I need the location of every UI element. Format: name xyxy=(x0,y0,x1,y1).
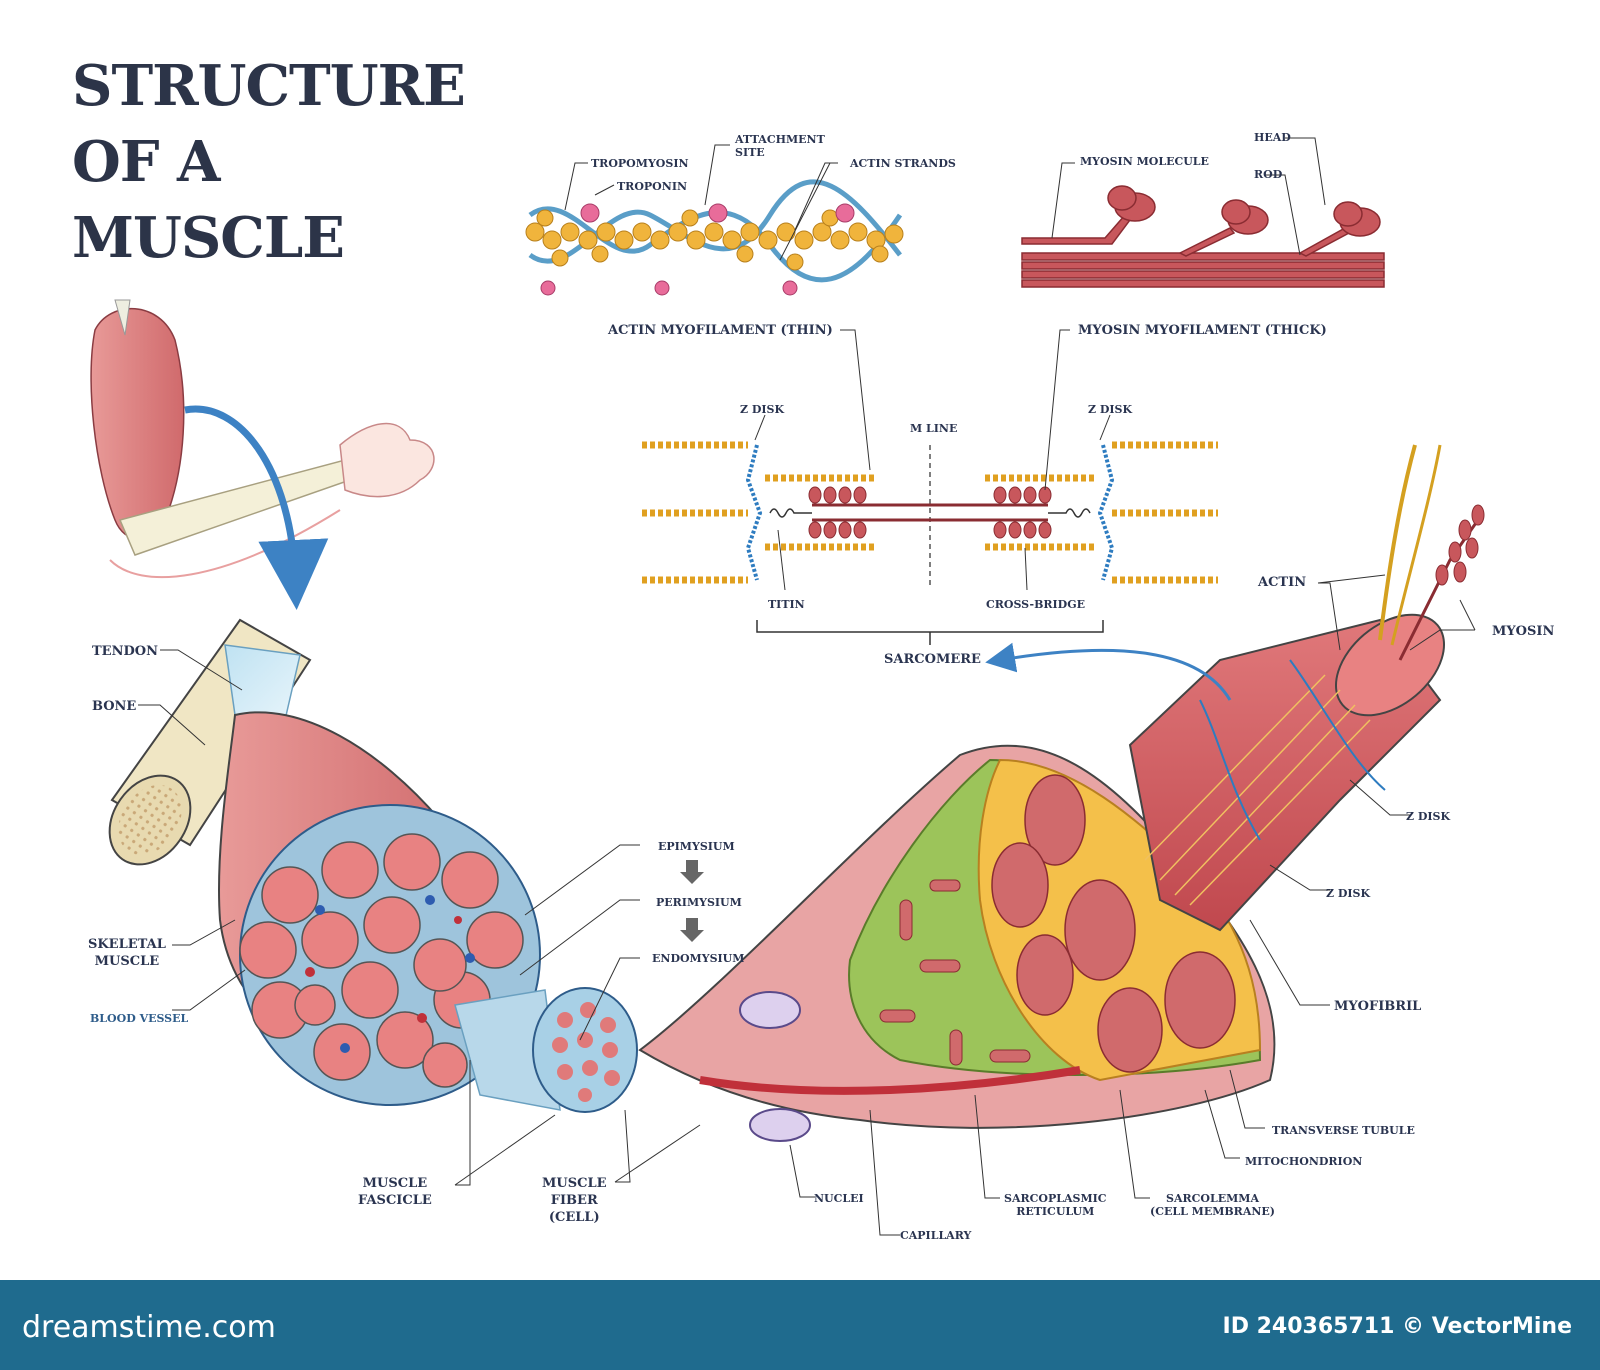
label-m-line: M LINE xyxy=(910,422,958,435)
title-line-1: STRUCTURE xyxy=(72,53,466,119)
arm-illustration xyxy=(90,299,435,610)
label-endomysium: ENDOMYSIUM xyxy=(652,952,745,965)
label-epimysium: EPIMYSIUM xyxy=(658,840,735,853)
muscle-with-bone-illustration xyxy=(108,618,638,1113)
label-cross-bridge: CROSS-BRIDGE xyxy=(986,598,1085,611)
label-actin-myofilament: ACTIN MYOFILAMENT (THIN) xyxy=(608,323,833,338)
label-bone: BONE xyxy=(92,699,137,714)
label-perimysium: PERIMYSIUM xyxy=(656,896,742,909)
diagram-title: STRUCTURE OF A MUSCLE xyxy=(72,48,466,276)
label-leader-lines xyxy=(138,137,1476,1236)
actin-filament-illustration xyxy=(525,179,904,296)
label-head: HEAD xyxy=(1254,131,1291,144)
sarcomere-illustration xyxy=(642,441,1218,645)
label-attachment-site: ATTACHMENT SITE xyxy=(735,133,825,159)
label-myosin-molecule: MYOSIN MOLECULE xyxy=(1080,155,1209,168)
label-muscle-fiber: MUSCLE FIBER (CELL) xyxy=(542,1176,607,1225)
label-myosin-myofilament: MYOSIN MYOFILAMENT (THICK) xyxy=(1078,323,1327,338)
label-z-disk-right: Z DISK xyxy=(1088,403,1133,416)
label-mitochondrion: MITOCHONDRION xyxy=(1245,1155,1363,1168)
label-actin-strands: ACTIN STRANDS xyxy=(850,157,956,170)
dreamstime-logo[interactable]: dreamstime.com xyxy=(22,1310,276,1345)
label-tropomyosin: TROPOMYOSIN xyxy=(591,157,689,170)
image-credit: ID 240365711 © VectorMine xyxy=(1222,1314,1572,1339)
label-transverse-tubule: TRANSVERSE TUBULE xyxy=(1272,1124,1415,1137)
label-myofibril: MYOFIBRIL xyxy=(1334,999,1422,1014)
label-sarcoplasmic-reticulum: SARCOPLASMIC RETICULUM xyxy=(1004,1192,1107,1218)
label-sarcolemma: SARCOLEMMA (CELL MEMBRANE) xyxy=(1150,1192,1275,1218)
label-rod: ROD xyxy=(1254,168,1283,181)
label-troponin: TROPONIN xyxy=(617,180,688,193)
label-z-disk-left: Z DISK xyxy=(740,403,785,416)
label-tendon: TENDON xyxy=(92,644,158,659)
diagram-illustration xyxy=(90,137,1485,1236)
label-z-disk-b: Z DISK xyxy=(1326,887,1371,900)
label-titin: TITIN xyxy=(768,598,805,611)
layer-order-arrows xyxy=(680,860,704,942)
diagram-canvas: STRUCTURE OF A MUSCLE xyxy=(72,48,1555,1242)
title-line-2: OF A xyxy=(72,129,220,195)
label-skeletal-muscle: SKELETAL MUSCLE xyxy=(88,937,166,969)
label-muscle-fascicle: MUSCLE FASCICLE xyxy=(358,1176,432,1208)
label-actin: ACTIN xyxy=(1258,575,1307,590)
muscle-fiber-illustration xyxy=(638,444,1485,1142)
label-capillary: CAPILLARY xyxy=(900,1229,972,1242)
label-sarcomere: SARCOMERE xyxy=(884,652,981,667)
label-blood-vessel: BLOOD VESSEL xyxy=(90,1012,189,1025)
label-myosin: MYOSIN xyxy=(1492,624,1555,639)
myosin-filament-illustration xyxy=(1021,185,1385,288)
title-line-3: MUSCLE xyxy=(72,205,345,271)
footer-banner: dreamstime.com ID 240365711 © VectorMine xyxy=(0,1280,1600,1370)
label-z-disk-a: Z DISK xyxy=(1406,810,1451,823)
label-nuclei: NUCLEI xyxy=(814,1192,864,1205)
